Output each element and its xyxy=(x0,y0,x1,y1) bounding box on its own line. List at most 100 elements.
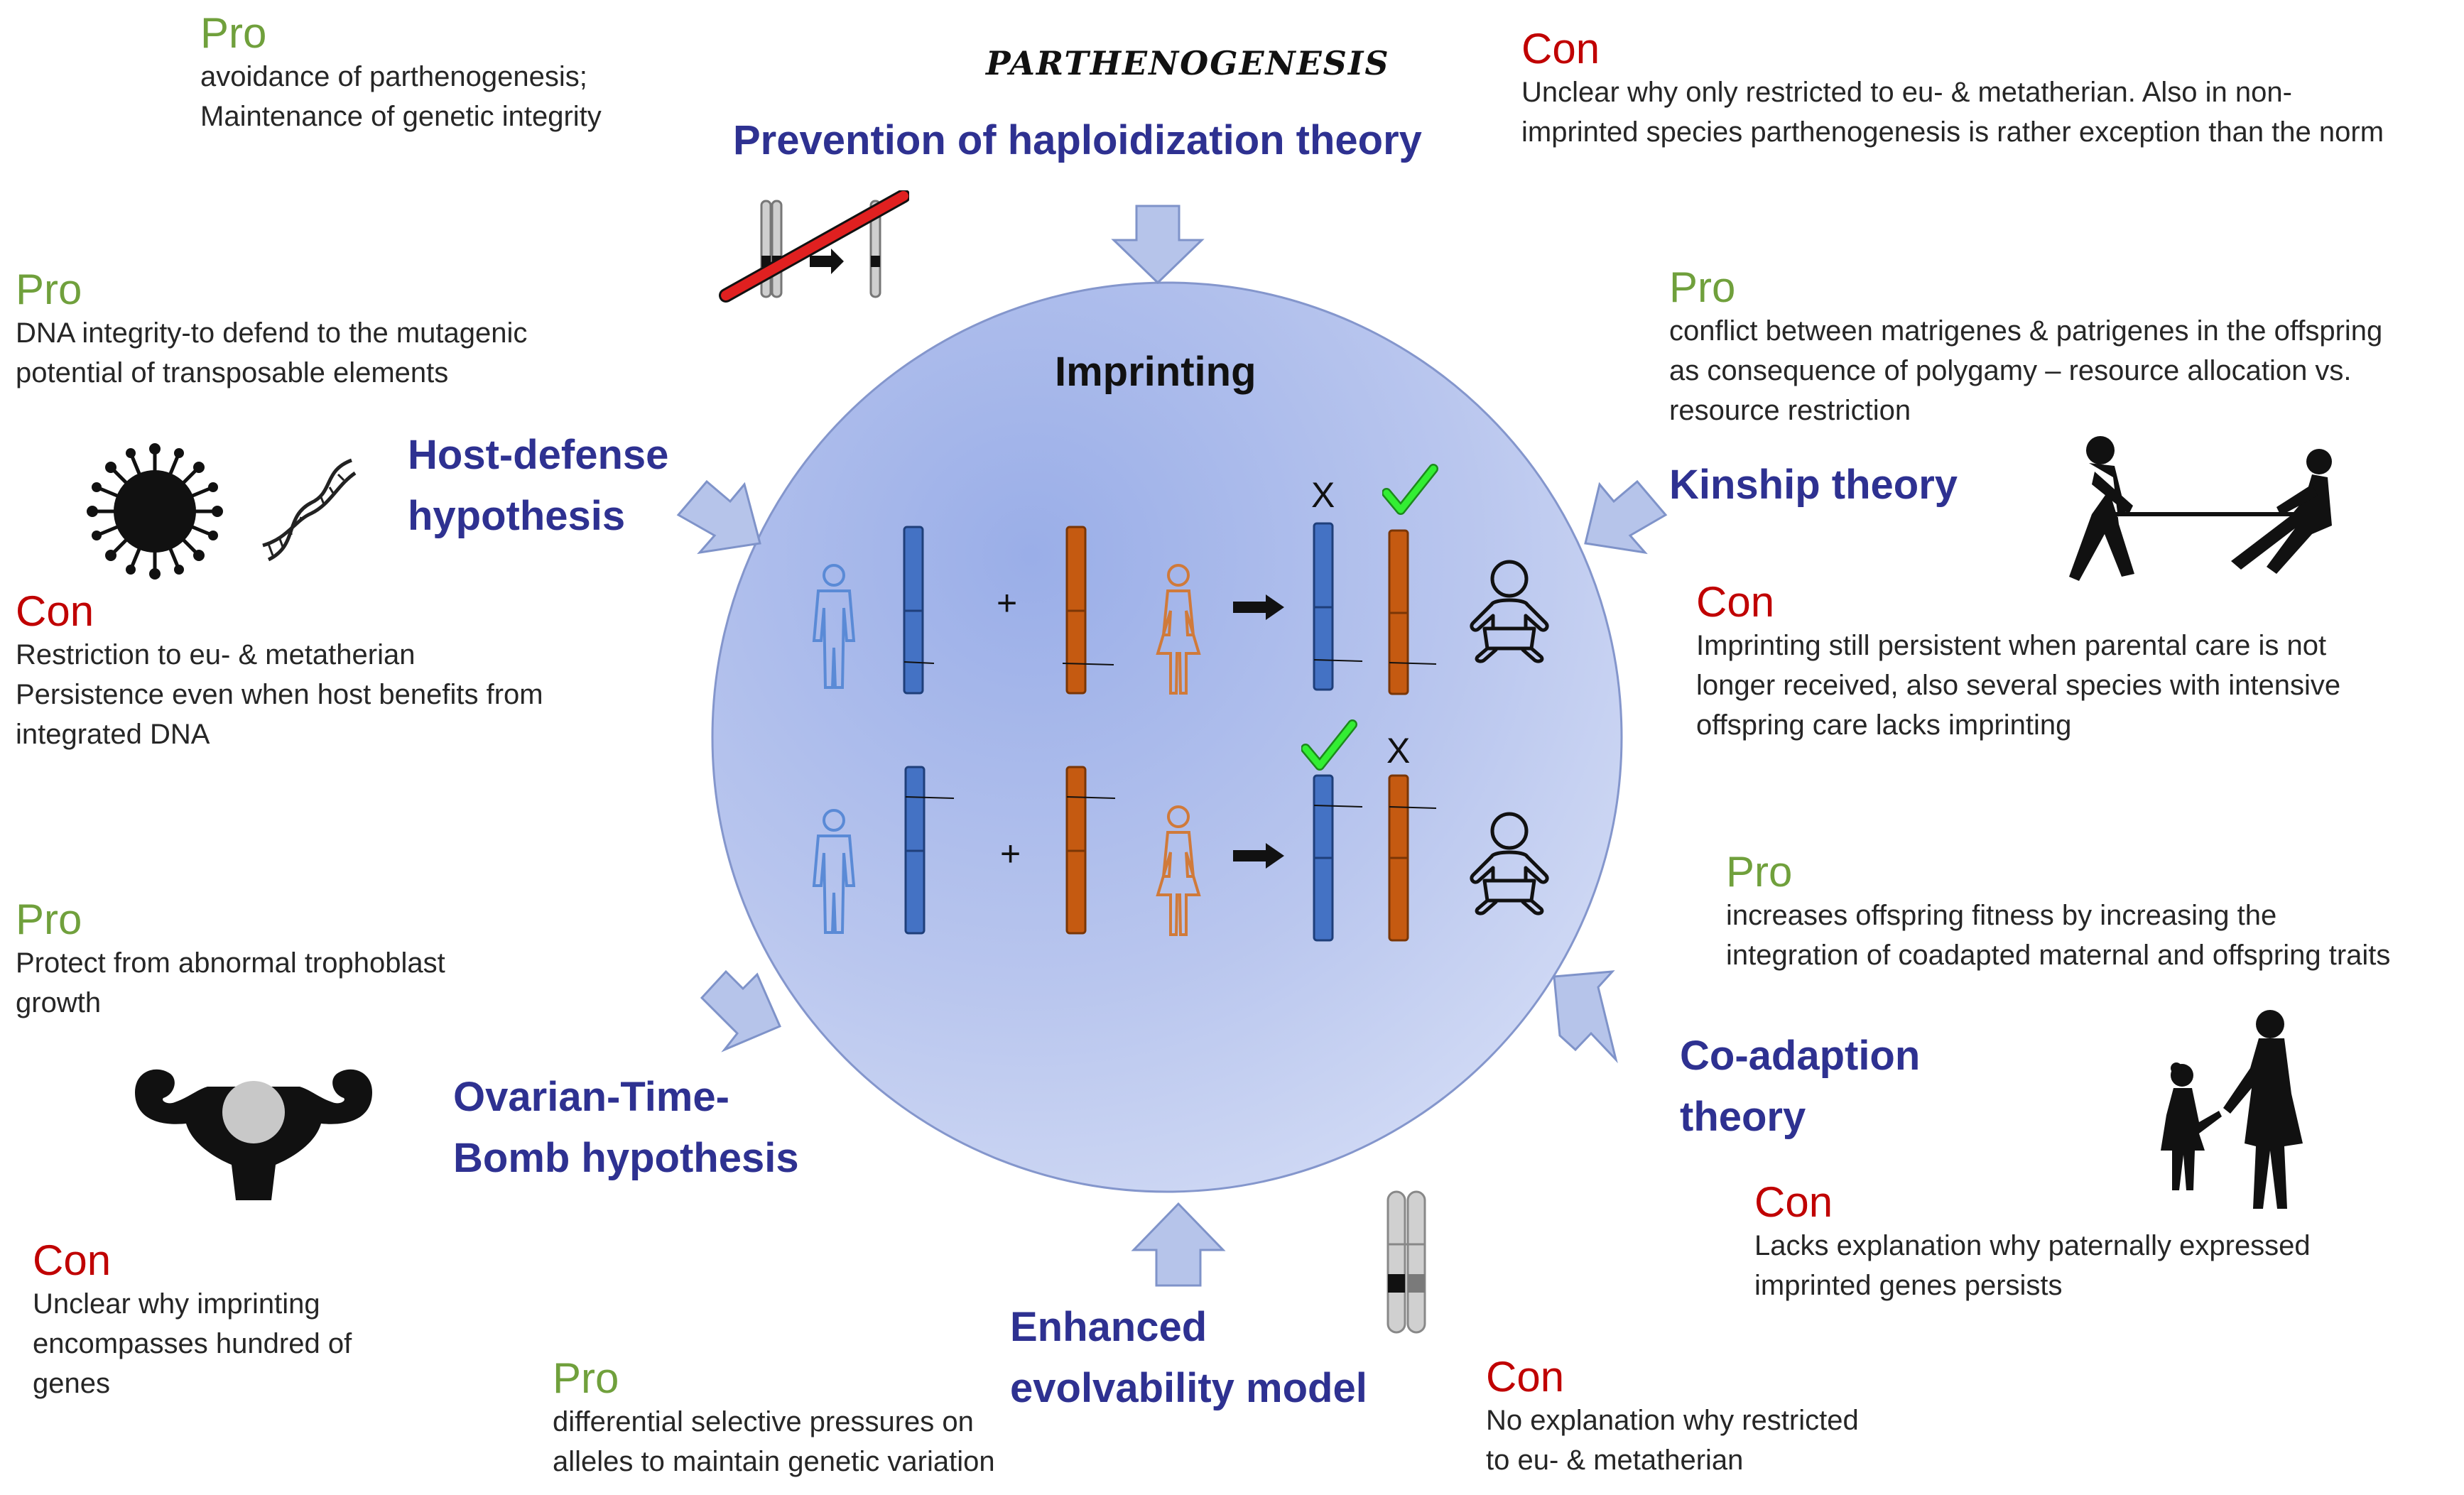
plus-sign: + xyxy=(1000,834,1021,874)
kinship-theory-title: Kinship theory xyxy=(1669,462,1958,508)
con-label: Con xyxy=(1754,1178,1833,1226)
ovarian-con-group: Con Unclear why imprinting encompasses h… xyxy=(33,1237,352,1403)
offspring-paternal-chromosome xyxy=(1313,774,1363,942)
tug-of-war-icon xyxy=(2069,436,2332,581)
arrow-ovarian-icon xyxy=(700,969,781,1053)
pro-label: Pro xyxy=(16,896,82,943)
con-text-line: Persistence even when host benefits from xyxy=(16,679,543,710)
haploidization-con-group: Con Unclear why only restricted to eu- &… xyxy=(1521,26,2384,152)
pro-text-line: avoidance of parthenogenesis; xyxy=(200,61,587,92)
plus-sign: + xyxy=(997,583,1018,623)
con-text-line: genes xyxy=(33,1368,110,1399)
evolvability-title: Enhanced evolvability model xyxy=(1010,1297,1367,1419)
checkmark-icon xyxy=(1382,464,1438,515)
pro-text-line: Protect from abnormal trophoblast xyxy=(16,947,445,979)
arrow-kinship-icon xyxy=(1584,479,1668,555)
pro-text-line: potential of transposable elements xyxy=(16,357,449,388)
pro-text-line: as consequence of polygamy – resource al… xyxy=(1669,355,2352,386)
host-defense-title: Host-defense hypothesis xyxy=(408,425,668,547)
pro-label: Pro xyxy=(553,1354,619,1402)
pro-text-line: integration of coadapted maternal and of… xyxy=(1726,940,2391,971)
checkmark-icon xyxy=(1301,719,1357,771)
male-figure-icon xyxy=(812,564,856,689)
pro-label: Pro xyxy=(16,266,82,313)
chromosome-haploidization-icon xyxy=(719,190,909,303)
coadaption-con-group: Con Lacks explanation why paternally exp… xyxy=(1754,1179,2311,1305)
offspring-maternal-chromosome xyxy=(1388,774,1437,942)
con-text-line: Imprinting still persistent when parenta… xyxy=(1696,630,2327,661)
pro-label: Pro xyxy=(1726,848,1793,896)
ovarian-pro-group: Pro Protect from abnormal trophoblast gr… xyxy=(16,896,445,1023)
haploidization-pro-group: Pro avoidance of parthenogenesis; Mainte… xyxy=(200,10,602,136)
title-line: Co-adaption xyxy=(1680,1033,1921,1079)
imprinting-title: Imprinting xyxy=(1055,349,1257,395)
con-text-line: integrated DNA xyxy=(16,719,210,750)
host-defense-pro-group: Pro DNA integrity-to defend to the mutag… xyxy=(16,266,527,393)
con-text-line: encompasses hundred of xyxy=(33,1328,352,1359)
dna-helix-icon xyxy=(262,458,357,562)
arrow-evolvability-icon xyxy=(1131,1202,1226,1287)
pro-text-line: Maintenance of genetic integrity xyxy=(200,101,602,132)
maternal-chromosome xyxy=(1062,526,1114,695)
coadaption-pro-group: Pro increases offspring fitness by incre… xyxy=(1726,849,2390,975)
arrow-right-icon xyxy=(1233,843,1284,869)
pro-text-line: increases offspring fitness by increasin… xyxy=(1726,900,2277,931)
female-figure-icon xyxy=(1156,805,1201,936)
pro-text-line: DNA integrity-to defend to the mutagenic xyxy=(16,317,528,349)
chromosome-pair-icon xyxy=(1386,1190,1426,1334)
con-text-line: to eu- & metatherian xyxy=(1486,1445,1744,1476)
pro-label: Pro xyxy=(1669,263,1736,311)
evolvability-pro-group: Pro differential selective pressures on … xyxy=(553,1355,995,1482)
coadaption-title: Co-adaption theory xyxy=(1680,1026,1920,1148)
title-line: theory xyxy=(1680,1094,1806,1140)
title-line: hypothesis xyxy=(408,493,626,539)
pro-text-line: conflict between matrigenes & patrigenes… xyxy=(1669,315,2383,347)
pro-text-line: growth xyxy=(16,987,102,1018)
arrow-coadaption-icon xyxy=(1553,970,1618,1064)
paternal-chromosome xyxy=(904,766,955,935)
maternal-chromosome xyxy=(1065,766,1116,935)
pro-label: Pro xyxy=(200,9,267,57)
baby-icon xyxy=(1470,812,1549,915)
title-line: evolvability model xyxy=(1010,1365,1367,1411)
x-mark: X xyxy=(1311,475,1335,515)
female-figure-icon xyxy=(1156,564,1201,695)
con-text-line: longer received, also several species wi… xyxy=(1696,670,2341,701)
pro-text-line: alleles to maintain genetic variation xyxy=(553,1446,995,1477)
title-line: Ovarian-Time- xyxy=(453,1074,729,1120)
virus-icon xyxy=(87,443,223,580)
con-label: Con xyxy=(33,1236,112,1284)
con-label: Con xyxy=(16,587,94,635)
con-label: Con xyxy=(1486,1353,1565,1401)
title-line: Enhanced xyxy=(1010,1304,1207,1350)
con-text-line: Unclear why only restricted to eu- & met… xyxy=(1521,77,2292,108)
kinship-pro-group: Pro conflict between matrigenes & patrig… xyxy=(1669,264,2382,430)
parthenogenesis-label: PARTHENOGENESIS xyxy=(986,44,1390,82)
con-text-line: Unclear why imprinting xyxy=(33,1288,320,1320)
pro-text-line: differential selective pressures on xyxy=(553,1406,974,1437)
title-line: Bomb hypothesis xyxy=(453,1135,799,1181)
con-text-line: imprinted species parthenogenesis is rat… xyxy=(1521,116,2384,148)
male-figure-icon xyxy=(812,809,856,934)
kinship-con-group: Con Imprinting still persistent when par… xyxy=(1696,579,2340,745)
uterus-icon xyxy=(135,1069,372,1200)
con-label: Con xyxy=(1696,578,1775,626)
arrow-haploidization-icon xyxy=(1111,205,1205,285)
con-text-line: imprinted genes persists xyxy=(1754,1270,2063,1301)
offspring-maternal-chromosome xyxy=(1388,529,1437,695)
con-text-line: Lacks explanation why paternally express… xyxy=(1754,1230,2311,1261)
host-defense-con-group: Con Restriction to eu- & metatherian Per… xyxy=(16,588,543,754)
ovarian-title: Ovarian-Time- Bomb hypothesis xyxy=(453,1067,799,1189)
title-line: Host-defense xyxy=(408,432,669,478)
con-text-line: offspring care lacks imprinting xyxy=(1696,710,2072,741)
arrow-host-defense-icon xyxy=(676,479,761,555)
x-mark: X xyxy=(1386,731,1411,771)
haploidization-theory-title: Prevention of haploidization theory xyxy=(733,117,1422,163)
paternal-chromosome xyxy=(903,526,934,695)
con-text-line: Restriction to eu- & metatherian xyxy=(16,639,416,670)
offspring-paternal-chromosome xyxy=(1313,522,1363,691)
pro-text-line: resource restriction xyxy=(1669,395,1911,426)
con-label: Con xyxy=(1521,25,1600,72)
evolvability-con-group: Con No explanation why restricted to eu-… xyxy=(1486,1354,1859,1480)
